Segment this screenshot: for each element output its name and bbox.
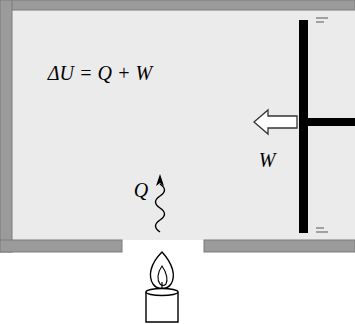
gas-region [12,10,355,240]
candle-top [146,289,178,296]
piston-rod [308,118,355,126]
energy-equation: ΔU = Q + W [48,63,152,83]
heat-label: Q [134,180,148,200]
container-wall [0,0,355,252]
piston [299,20,308,233]
candle-body [146,292,178,322]
work-arrow [254,110,297,134]
heat-arrowhead [156,174,164,186]
heat-arrow [156,184,165,232]
work-label: W [259,150,276,170]
